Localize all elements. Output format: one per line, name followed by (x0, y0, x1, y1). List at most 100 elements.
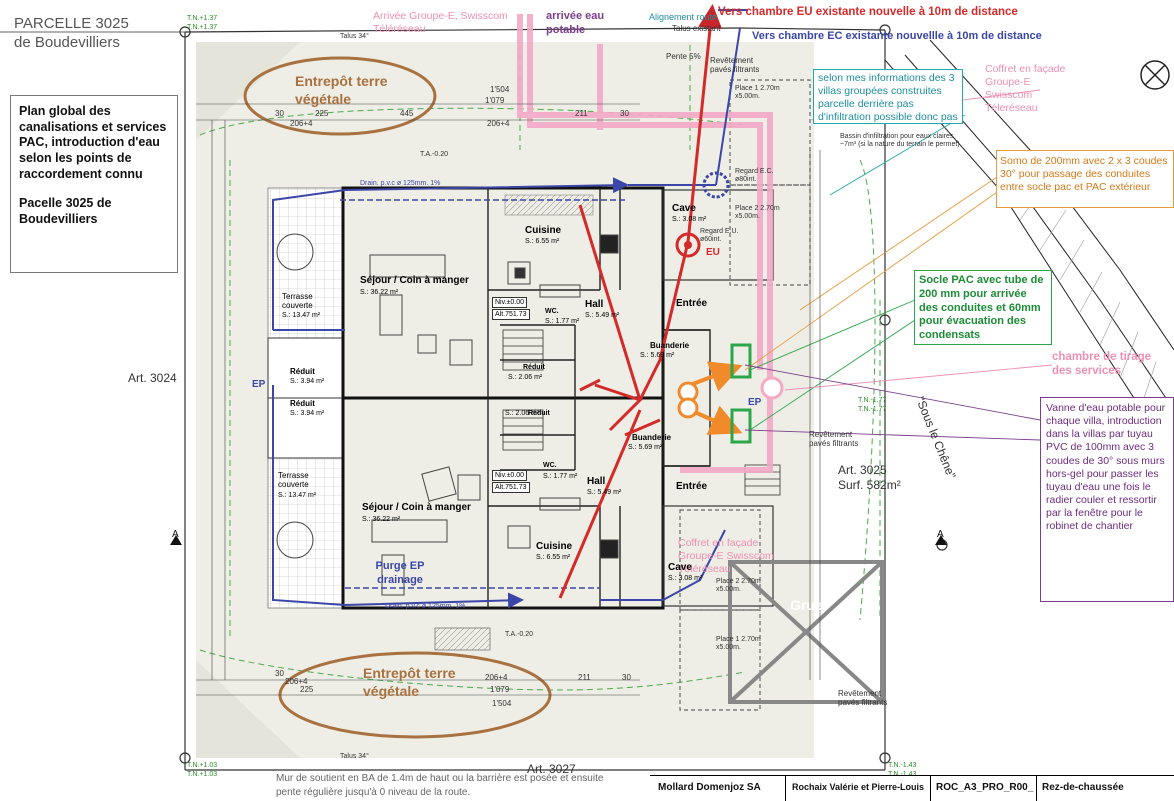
upper-terrasse-label: Terrasse couverte (282, 292, 313, 311)
title-block-client: Rochaix Valérie et Pierre-Louis (792, 782, 925, 792)
lower-reduit2-label: Réduit (528, 410, 550, 417)
tn-right-2: T.N.-1.77 (858, 406, 887, 413)
lower-altitude-label: Alt.751.73 (492, 482, 530, 493)
upper-cuisine-area: S.: 6.55 m² (525, 238, 560, 245)
upper-cuisine-label: Cuisine (525, 225, 562, 236)
upper-altitude-label: Alt.751.73 (492, 309, 530, 320)
upper-reduit2-area: S.: 2.06 m² (508, 374, 543, 381)
topsoil-storage-bottom: Entrepôt terre végétale (363, 665, 456, 699)
art-3024-label: Art. 3024 (128, 371, 177, 385)
upper-reduit-area: S.: 3.94 m² (290, 378, 325, 385)
title-block-file: ROC_A3_PRO_R00_ (936, 782, 1034, 793)
title-block-company: Mollard Domenjoz SA (658, 782, 761, 793)
dim-bottom-2: 225 (300, 685, 314, 694)
dim-bottom-4: 1'504 (492, 699, 512, 708)
upper-reduit2-label: Réduit (523, 364, 545, 371)
ta-top-label: T.A.-0.20 (420, 151, 449, 158)
stairs (502, 329, 781, 496)
pavement-right-label: Revêtement pavés filtrants (809, 430, 859, 448)
pavement-bottom-label: Revêtement pavés filtrants (838, 689, 888, 707)
groupe-e-arrival-label: Arrivée Groupe-E, Swisscom Téléréseau (373, 10, 508, 35)
lower-cuisine-area: S.: 6.55 m² (536, 554, 571, 561)
dimension-lines (196, 103, 821, 696)
lower-level-label: Niv.±0.00 (492, 470, 528, 481)
dim-top-6: 206+4 (487, 119, 510, 128)
drain-bottom-label: Drain. p.v.c ø 125mm. 1% (385, 603, 466, 610)
upper-hall-area: S.: 5.49 m² (585, 312, 620, 319)
ec-drain-dashed (340, 199, 625, 589)
title-block-divider-3 (1036, 776, 1037, 801)
eu-label: EU (706, 247, 720, 258)
dim-bottom-5: 206+4 (485, 673, 508, 682)
upper-level-label: Niv.±0.00 (492, 297, 528, 308)
lower-sejour-area: S.: 36.22 m² (362, 516, 401, 523)
topsoil-storage-top: Entrepôt terre végétale (295, 73, 388, 107)
dim-top-3: 445 (400, 109, 414, 118)
info-box-parcel: Pacelle 3025 de Boudevilliers (19, 196, 112, 226)
pink-conduits (517, 14, 773, 473)
lower-hall-label: Hall (587, 476, 606, 487)
dim-bottom-0: 30 (275, 669, 284, 678)
eu-manhole-label: Regard E.U. ø60int. (700, 228, 739, 244)
parcel-subtitle: de Boudevilliers (14, 34, 120, 51)
ec-manhole-label: Regard E.C. ø80int. (735, 168, 774, 184)
pac-conduits (689, 361, 743, 435)
lower-buanderie-label: Buanderie (632, 433, 672, 442)
upper-wc-area: S.: 1.77 m² (545, 318, 580, 325)
upper-hall-label: Hall (585, 299, 604, 310)
title-block-divider-1 (785, 776, 786, 801)
infiltration-basin-note: Bassin d'infiltration pour eaux claires … (840, 133, 960, 149)
lower-sejour-label: Séjour / Coin à manger (362, 502, 471, 513)
lower-cave-area: S.: 3.08 m² (668, 575, 703, 582)
drain-top-label: Drain. p.v.c ø 125mm. 1% (360, 180, 441, 187)
section-a-left: A (172, 529, 179, 540)
pac-socle-note: Socle PAC avec tube de 200 mm pour arriv… (914, 270, 1052, 345)
dim-top-0: 30 (275, 109, 284, 118)
dim-bottom-3: 1'079 (490, 685, 510, 694)
lower-cuisine-label: Cuisine (536, 541, 573, 552)
parking-2-top: Place 2 2.70m x5.00m. (735, 205, 780, 221)
art-3025-label: Art. 3025 (838, 463, 887, 477)
tn-bottom-left: T.N.+1.03 (187, 762, 218, 769)
upper-reduit-label: Réduit (290, 367, 315, 376)
tn-top-left-2: T.N.+1.37 (187, 24, 218, 31)
coffret-bottom-note: Coffret en façade Groupe-E Swisscom Télé… (678, 537, 774, 576)
upper-cave-label: Cave (672, 203, 696, 214)
ta-bottom-label: T.A.-0.20 (505, 631, 534, 638)
dim-top-4: 1'079 (485, 96, 505, 105)
title-block-divider-2 (930, 776, 931, 801)
eu-chamber-label: Vers chambre EU existante nouvelle à 10m… (718, 6, 1018, 18)
title-block: Mollard Domenjoz SA Rochaix Valérie et P… (650, 775, 1174, 801)
tn-bottom-left-2: T.N.+1.03 (187, 771, 218, 778)
parking-1-top: Place 1 2.70m x5.00m. (735, 85, 780, 101)
crane-label: Grue (790, 597, 823, 613)
lower-terrasse-area: S.: 13.47 m² (278, 492, 317, 499)
road-alignment-label: Alignement route (649, 12, 718, 22)
purge-ep-note: Purge EP drainage (375, 560, 425, 587)
section-a-right: A (937, 529, 944, 540)
existing-slope-label: Talus existant (672, 24, 721, 33)
tn-bottom-right: T.N.-1.43 (888, 762, 917, 769)
parcel-title: PARCELLE 3025 (14, 15, 129, 32)
dim-top-2: 225 (315, 109, 329, 118)
lower-buanderie-area: S.: 5.69 m² (628, 444, 663, 451)
slope-label: Pente 5% (666, 52, 701, 61)
upper-buanderie-label: Buanderie (650, 341, 690, 350)
slope-34-bottom: Talus 34° (340, 753, 369, 760)
drinking-water-arrival-label: arrivée eau potable (546, 10, 605, 36)
lower-terrasse-label: Terrasse couverte (278, 471, 309, 490)
dim-top-7: 211 (575, 109, 588, 118)
water-valve-note: Vanne d'eau potable pour chaque villa, i… (1040, 397, 1174, 602)
dim-bottom-1: 206+4 (285, 677, 308, 686)
parking-2-bottom: Place 2 2.70m x5.00m. (716, 578, 761, 594)
tn-right: T.N.-1.77 (858, 397, 887, 404)
ep-left-label: EP (252, 379, 266, 390)
dim-top-1: 206+4 (290, 119, 313, 128)
tn-bottom-right-2: T.N.-1.43 (888, 771, 917, 778)
crane-zone (728, 560, 884, 704)
info-box: Plan global des canalisations et service… (10, 95, 178, 273)
lower-wc-area: S.: 1.77 m² (543, 473, 578, 480)
eu-sewage-network (558, 4, 723, 599)
ec-chamber-label: Vers chambre EC existante nouvellle à 10… (752, 30, 1042, 42)
dim-bottom-7: 30 (622, 673, 631, 682)
